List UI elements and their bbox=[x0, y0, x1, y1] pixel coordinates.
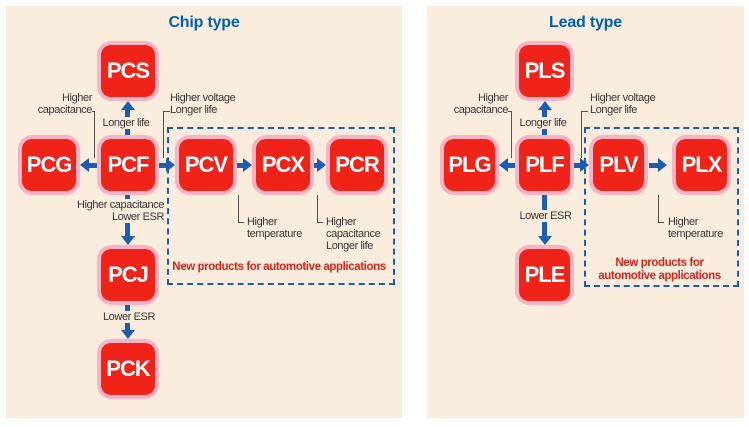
automotive-note-lead: New products for automotive applications bbox=[598, 257, 721, 282]
callout-line bbox=[317, 195, 318, 222]
arrow-pcv-to-pcx bbox=[237, 158, 252, 172]
arrow-plf-to-plg bbox=[499, 158, 515, 172]
node-plx-label: PLX bbox=[676, 139, 727, 191]
callout-line bbox=[164, 111, 170, 112]
callout-line bbox=[94, 111, 95, 158]
callout-line bbox=[511, 111, 512, 158]
label-higher-capacitance: Higher capacitance bbox=[37, 92, 93, 116]
label-longer-life: Longer life bbox=[100, 117, 152, 129]
node-plf-label: PLF bbox=[519, 139, 570, 191]
node-plv-label: PLV bbox=[593, 139, 644, 191]
node-pcf: PCF bbox=[97, 135, 159, 195]
node-pcv-label: PCV bbox=[179, 139, 233, 191]
node-pcx: PCX bbox=[252, 135, 314, 195]
callout-line bbox=[92, 111, 95, 112]
callout-line bbox=[581, 111, 582, 158]
automotive-dashed-box-lead bbox=[584, 127, 739, 287]
arrow-pcx-to-pcr bbox=[314, 158, 326, 172]
label-higher-temperature: Higher temperature bbox=[668, 216, 723, 240]
label-higher-temperature: Higher temperature bbox=[247, 216, 302, 240]
node-pcg: PCG bbox=[18, 135, 80, 195]
label-lower-esr: Lower ESR bbox=[100, 311, 158, 323]
node-pck-label: PCK bbox=[101, 343, 155, 395]
callout-line bbox=[238, 222, 244, 223]
node-plx: PLX bbox=[672, 135, 731, 195]
callout-line bbox=[317, 222, 323, 223]
node-pcg-label: PCG bbox=[22, 139, 76, 191]
node-plv: PLV bbox=[589, 135, 648, 195]
node-pcf-label: PCF bbox=[101, 139, 155, 191]
callout-line bbox=[658, 195, 659, 222]
callout-line bbox=[238, 195, 239, 222]
arrow-plf-to-plv bbox=[574, 158, 589, 172]
node-pls: PLS bbox=[515, 41, 574, 101]
label-lower-esr: Lower ESR bbox=[517, 210, 574, 222]
callout-line bbox=[658, 222, 664, 223]
node-plf: PLF bbox=[515, 135, 574, 195]
label-higher-voltage-longer-life: Higher voltage Longer life bbox=[590, 92, 656, 116]
label-higher-capacitance-lower-esr: Higher capacitance Lower ESR bbox=[66, 199, 165, 223]
node-pck: PCK bbox=[97, 339, 159, 399]
node-pcj: PCJ bbox=[97, 245, 159, 305]
callout-line bbox=[582, 111, 588, 112]
node-pcj-label: PCJ bbox=[101, 249, 155, 301]
automotive-note-chip: New products for automotive applications bbox=[172, 261, 386, 273]
node-pcx-label: PCX bbox=[256, 139, 310, 191]
arrow-pcf-to-pcv bbox=[159, 158, 175, 172]
node-pcr: PCR bbox=[326, 135, 388, 195]
node-pcr-label: PCR bbox=[330, 139, 384, 191]
arrow-pcf-to-pcg bbox=[80, 158, 97, 172]
node-ple-label: PLE bbox=[519, 249, 570, 301]
label-higher-voltage-longer-life: Higher voltage Longer life bbox=[170, 92, 236, 116]
panel-chip-type: Chip type Higher capacitance Longer life… bbox=[6, 6, 402, 418]
node-ple: PLE bbox=[515, 245, 574, 305]
automotive-dashed-box-chip bbox=[167, 127, 395, 285]
panel-lead-type: Lead type Higher capacitance Longer life… bbox=[427, 6, 744, 418]
label-longer-life: Longer life bbox=[517, 117, 569, 129]
callout-line bbox=[163, 111, 164, 158]
label-higher-capacitance: Higher capacitance bbox=[453, 92, 509, 116]
node-pcv: PCV bbox=[175, 135, 237, 195]
callout-line bbox=[508, 111, 511, 112]
node-plg-label: PLG bbox=[444, 139, 495, 191]
arrow-plv-to-plx bbox=[649, 158, 667, 172]
node-pcs-label: PCS bbox=[101, 45, 155, 97]
lead-type-title: Lead type bbox=[549, 14, 622, 31]
chip-type-title: Chip type bbox=[168, 14, 240, 31]
node-pcs: PCS bbox=[97, 41, 159, 101]
node-plg: PLG bbox=[440, 135, 499, 195]
node-pls-label: PLS bbox=[519, 45, 570, 97]
label-higher-capacitance-longer-life: Higher capacitance Longer life bbox=[326, 216, 381, 252]
